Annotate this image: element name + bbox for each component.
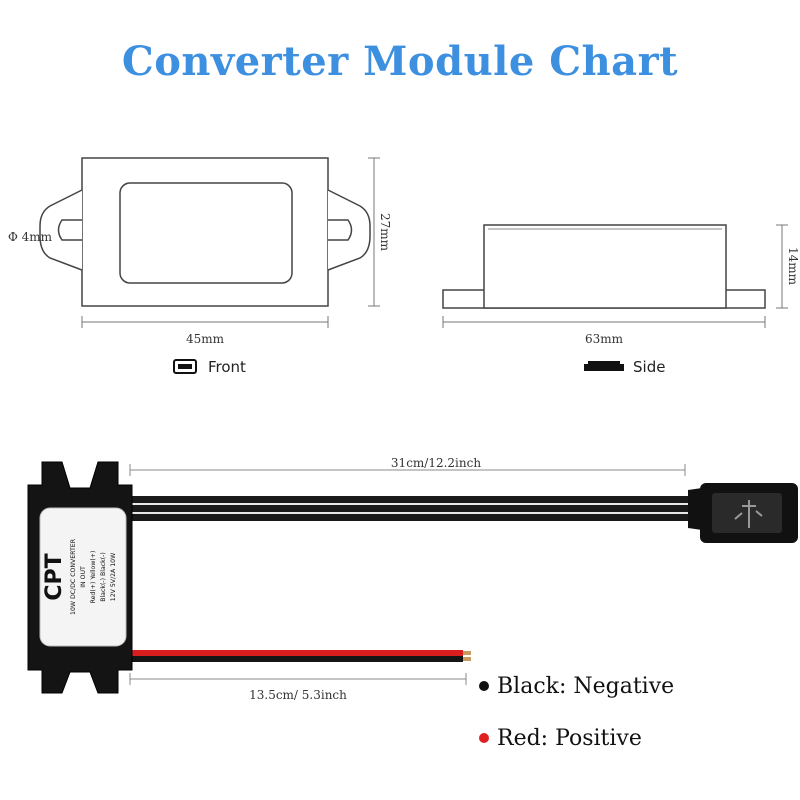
side-caption-icon	[584, 364, 624, 371]
front-width-label: 45mm	[186, 332, 225, 346]
front-label-window	[119, 182, 293, 284]
module-label-plate	[39, 507, 127, 647]
wire-legend: Black: Negative Red: Positive	[479, 674, 674, 751]
usb-symbol-icon	[734, 500, 763, 528]
black-legend-dot	[479, 681, 489, 691]
red-wire	[128, 650, 463, 656]
side-width-label: 63mm	[585, 332, 624, 346]
module-label-line: Red(+) Yellow(+)	[90, 551, 97, 604]
side-housing	[483, 224, 727, 309]
module-brand: CPT	[42, 553, 67, 600]
side-height-label: 14mm	[786, 247, 800, 286]
usb-cable	[128, 496, 693, 503]
red-legend-dot	[479, 733, 489, 743]
module-label-line: 12V 5V/2A 10W	[110, 553, 117, 601]
module-label-line: 10W DC/DC CONVERTER	[70, 538, 77, 615]
red-legend-label: Red: Positive	[497, 726, 642, 751]
black-legend-label: Black: Negative	[497, 674, 674, 699]
front-hole-label: Φ 4mm	[8, 230, 53, 244]
converter-product: 31cm/12.2inch 13.5cm/ 5.3inch CPT 10W DC…	[27, 456, 798, 702]
side-caption: Side	[633, 358, 665, 376]
wire-length-label: 13.5cm/ 5.3inch	[249, 688, 347, 702]
usb-connector-boot	[688, 488, 702, 530]
front-left-slot	[57, 219, 82, 241]
page-title: Converter Module Chart	[121, 38, 679, 85]
side-view: 63mm 14mm Side	[442, 224, 800, 376]
module-label-line: Black(-) Black(-)	[100, 552, 107, 602]
black-wire	[128, 656, 463, 662]
front-view: 45mm 27mm Φ 4mm Front	[8, 157, 392, 376]
front-caption: Front	[208, 358, 246, 376]
front-height-label: 27mm	[378, 213, 392, 252]
usb-cable-length-label: 31cm/12.2inch	[391, 456, 481, 470]
module-label-text: CPT 10W DC/DC CONVERTER IN OUT Red(+) Ye…	[42, 538, 117, 615]
module-label-line: IN OUT	[80, 566, 87, 588]
front-right-slot	[328, 219, 353, 241]
